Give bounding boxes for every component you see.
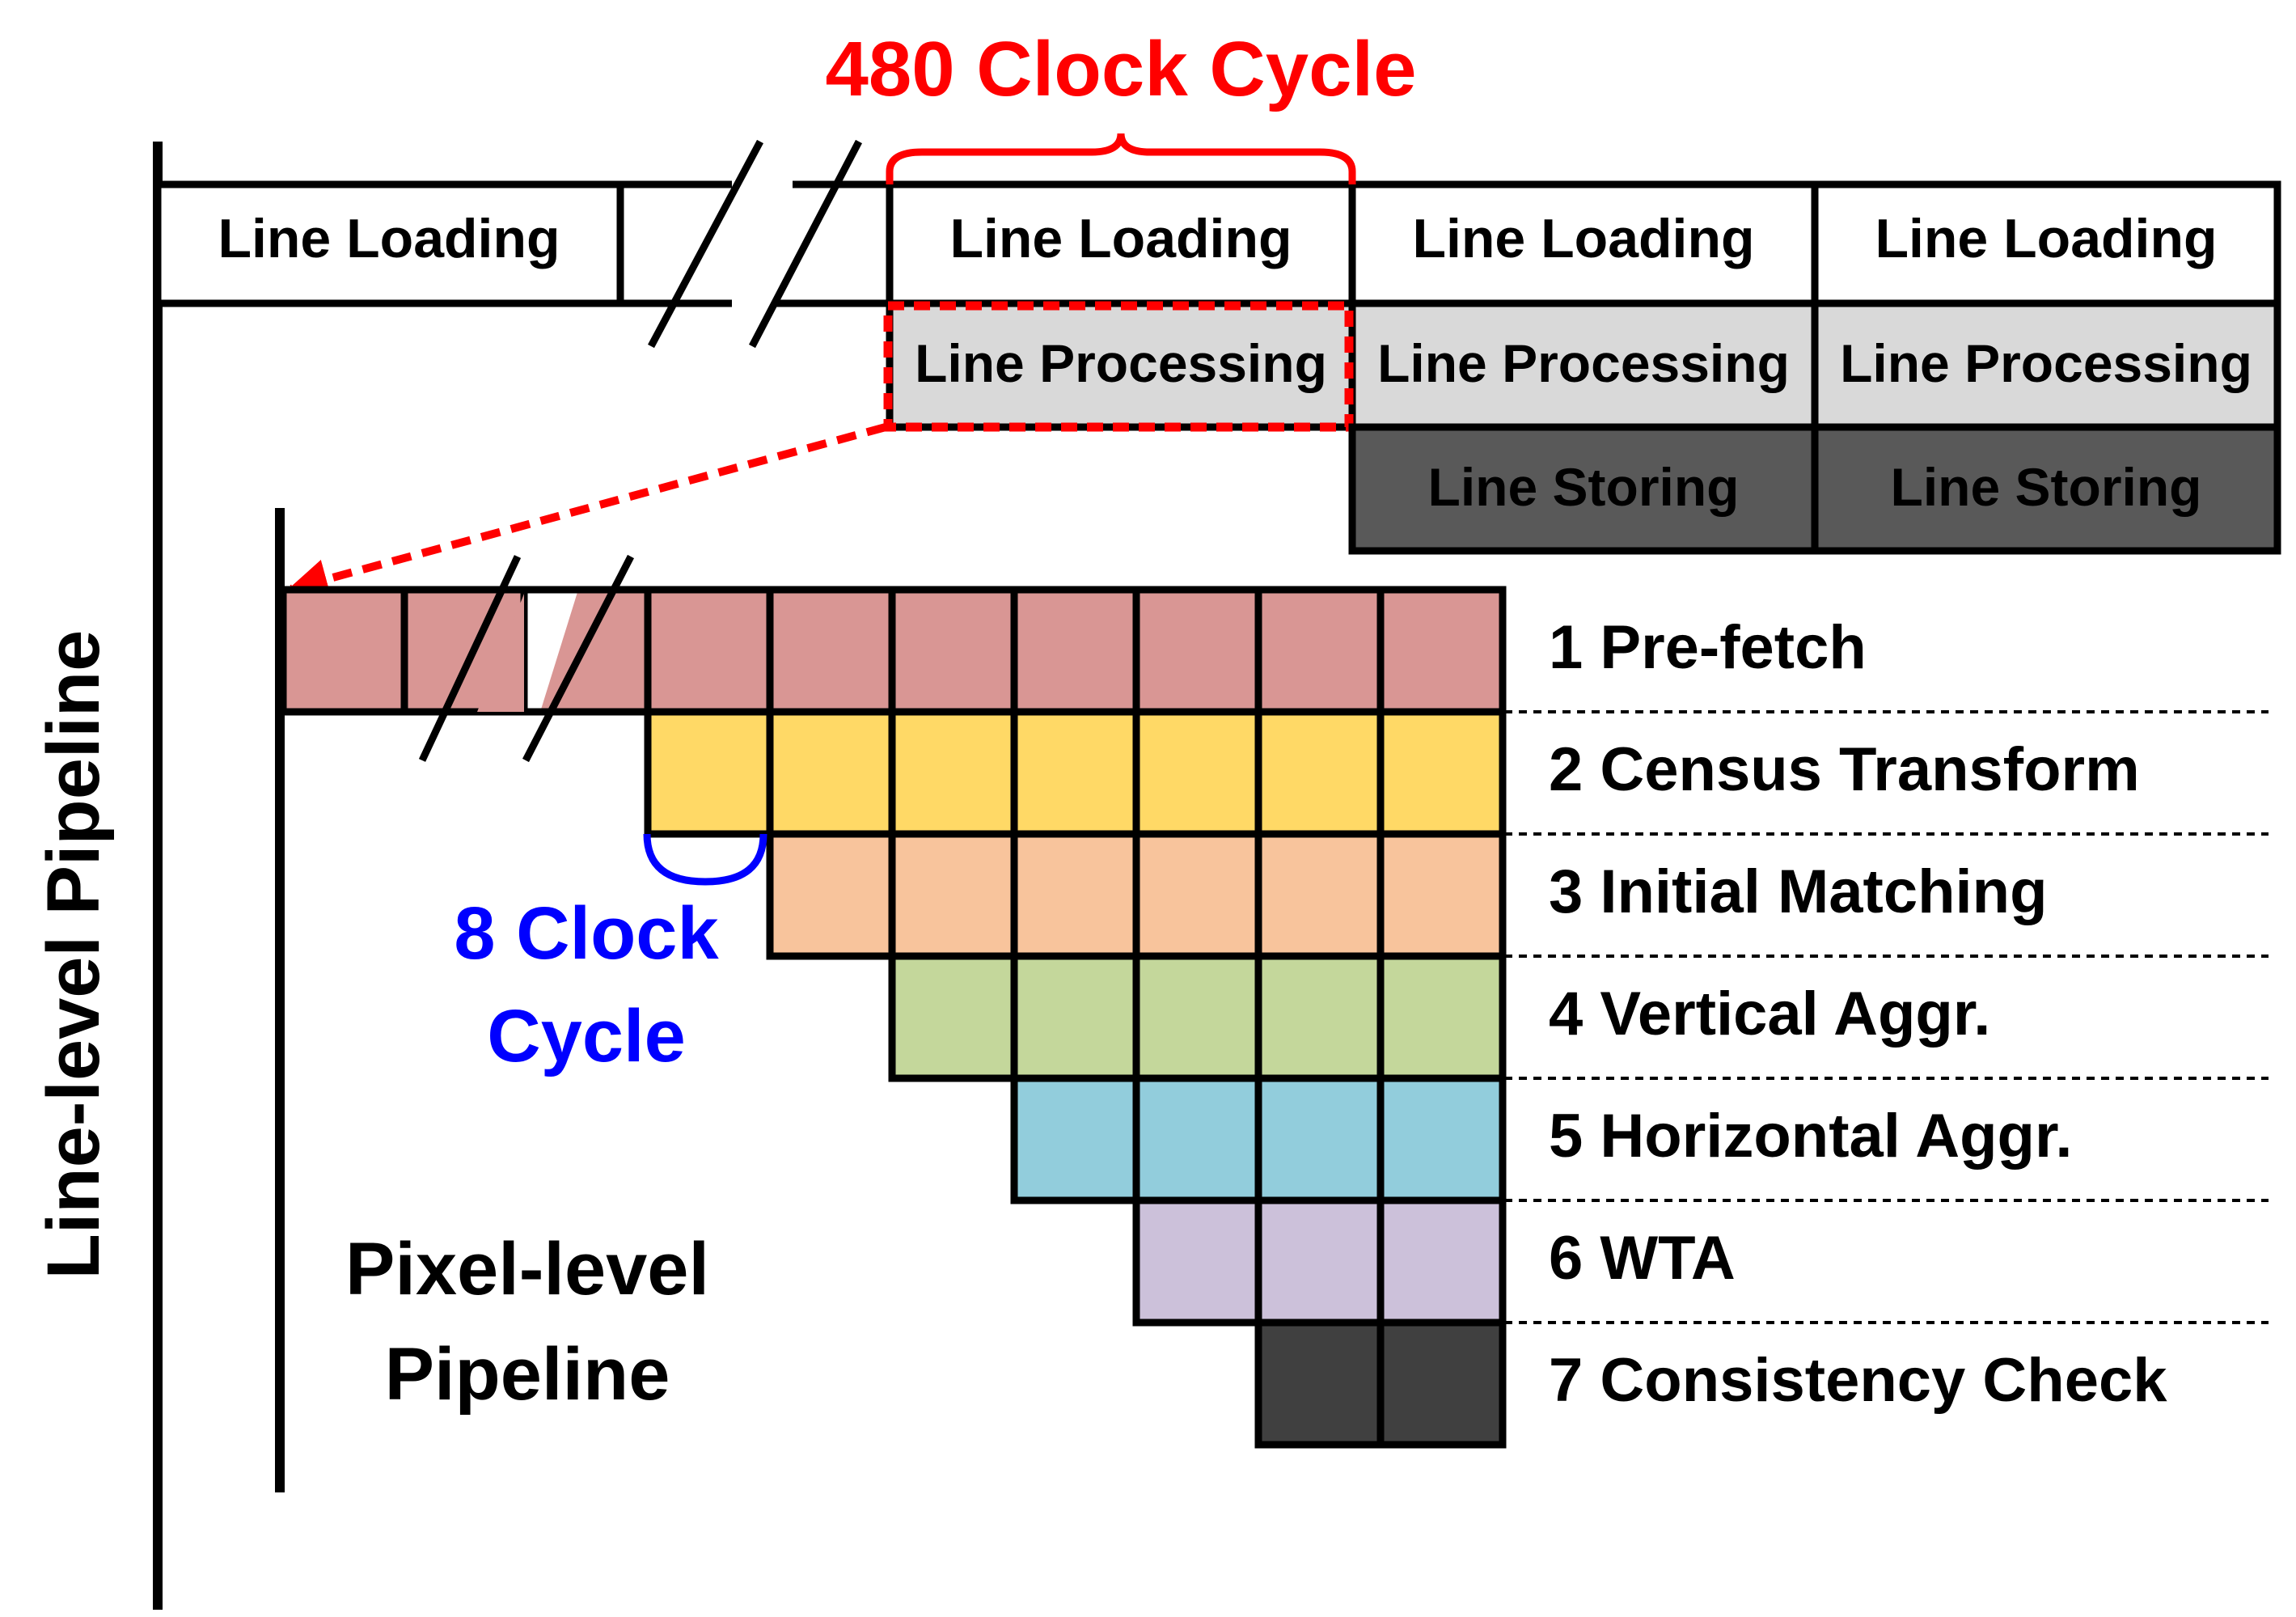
stage-3-cell-1: [766, 830, 896, 960]
pixel-level-axis-label-1: Pixel-level: [345, 1228, 709, 1310]
line-processing-block-1: [886, 299, 1356, 431]
line-break-mark-2: [749, 139, 862, 349]
prefetch-lead-cell-1: [279, 586, 408, 716]
stage-4-cell-3: [1132, 952, 1262, 1082]
stage-4-cell-1: [888, 952, 1018, 1082]
line-processing-label-3: Line Processing: [1840, 333, 2252, 393]
stage-label-4: 4 Vertical Aggr.: [1549, 980, 1990, 1048]
stage-5-cell-1: [1010, 1074, 1140, 1204]
line-break-mark-1: [648, 139, 763, 349]
pixel-level-axis-label-2: Pipeline: [385, 1333, 670, 1416]
stage-7-cell-2: [1376, 1319, 1507, 1449]
stage-3-cell-6: [1376, 830, 1507, 960]
line-storing-block-2: [1811, 423, 2281, 555]
stage-1-cell-5: [1132, 586, 1262, 716]
line-processing-label-2: Line Processing: [1377, 333, 1790, 393]
pixel-cycle-annotation-2: Cycle: [487, 995, 686, 1077]
stage-2-cell-6: [1254, 708, 1385, 838]
stage-1-cell-4: [1010, 586, 1140, 716]
stage-2-cell-4: [1010, 708, 1140, 838]
line-loading-block-3: [1348, 180, 1819, 307]
stage-2-cell-2: [766, 708, 896, 838]
stage-5-cell-3: [1254, 1074, 1385, 1204]
line-processing-block-3: [1811, 299, 2281, 431]
stage-5-cell-4: [1376, 1074, 1507, 1204]
line-storing-row: Line Storing Line Storing: [1348, 423, 2281, 555]
stage-label-6: 6 WTA: [1549, 1224, 1736, 1293]
line-loading-label-3: Line Loading: [1412, 208, 1754, 269]
stage-6-cell-3: [1376, 1196, 1507, 1327]
cycle-brace-480: [886, 133, 1356, 184]
line-loading-block-2: [886, 180, 1356, 307]
line-processing-row: Line Processing Line Processing Line Pro…: [883, 299, 2281, 432]
stage-7-cell-1: [1254, 1319, 1385, 1449]
line-storing-label-2: Line Storing: [1891, 457, 2202, 517]
pixel-cycle-annotation-1: 8 Clock: [454, 892, 719, 975]
pixel-pipeline-grid: [279, 554, 1507, 1449]
line-loading-block-4: [1811, 180, 2281, 307]
zoom-arrow: [287, 423, 887, 599]
line-cycle-annotation: 480 Clock Cycle: [825, 26, 1416, 112]
stage-1-cell-2: [766, 586, 896, 716]
stage-6-cell-2: [1254, 1196, 1385, 1327]
stage-4-cell-2: [1010, 952, 1140, 1082]
stage-1-cell-6: [1254, 586, 1385, 716]
stage-label-7: 7 Consistency Check: [1549, 1346, 2167, 1415]
stage-label-1: 1 Pre-fetch: [1549, 613, 1867, 682]
line-loading-block-1: [154, 180, 624, 307]
stage-2-cell-1: [644, 708, 774, 838]
line-loading-row: Line Loading Line Loading Line Loading L…: [154, 139, 2281, 349]
stage-label-3: 3 Initial Matching: [1549, 857, 2048, 926]
cycle-arc-8: [643, 833, 767, 886]
stage-label-5: 5 Horizontal Aggr.: [1549, 1102, 2072, 1170]
stage-label-2: 2 Census Transform: [1549, 735, 2140, 804]
line-loading-label-1: Line Loading: [218, 208, 560, 269]
line-storing-label-1: Line Storing: [1428, 457, 1740, 517]
stage-1-cell-3: [888, 586, 1018, 716]
stage-2-cell-7: [1376, 708, 1507, 838]
stage-separators: [1504, 710, 2269, 1324]
stage-1-cell-7: [1376, 586, 1507, 716]
stage-1-cell-1: [644, 586, 774, 716]
line-level-axis-label: Line-level Pipeline: [32, 630, 115, 1280]
pixel-break-mark-1: [418, 555, 522, 762]
stage-3-cell-2: [888, 830, 1018, 960]
stage-labels: 1 Pre-fetch 2 Census Transform 3 Initial…: [1549, 613, 2167, 1415]
stage-2-cell-3: [888, 708, 1018, 838]
line-loading-label-4: Line Loading: [1875, 208, 2217, 269]
stage-4-cell-4: [1254, 952, 1385, 1082]
stage-2-cell-5: [1132, 708, 1262, 838]
processing-highlight-box: [883, 301, 1354, 432]
stage-3-cell-5: [1254, 830, 1385, 960]
stage-3-cell-4: [1132, 830, 1262, 960]
stage-4-cell-5: [1376, 952, 1507, 1082]
stage-5-cell-2: [1132, 1074, 1262, 1204]
line-loading-label-2: Line Loading: [949, 208, 1292, 269]
stage-6-cell-1: [1132, 1196, 1262, 1327]
pixel-break-mark-2: [522, 554, 634, 763]
prefetch-break-gap: [477, 590, 526, 712]
line-processing-label-1: Line Processing: [915, 333, 1327, 393]
stage-3-cell-3: [1010, 830, 1140, 960]
